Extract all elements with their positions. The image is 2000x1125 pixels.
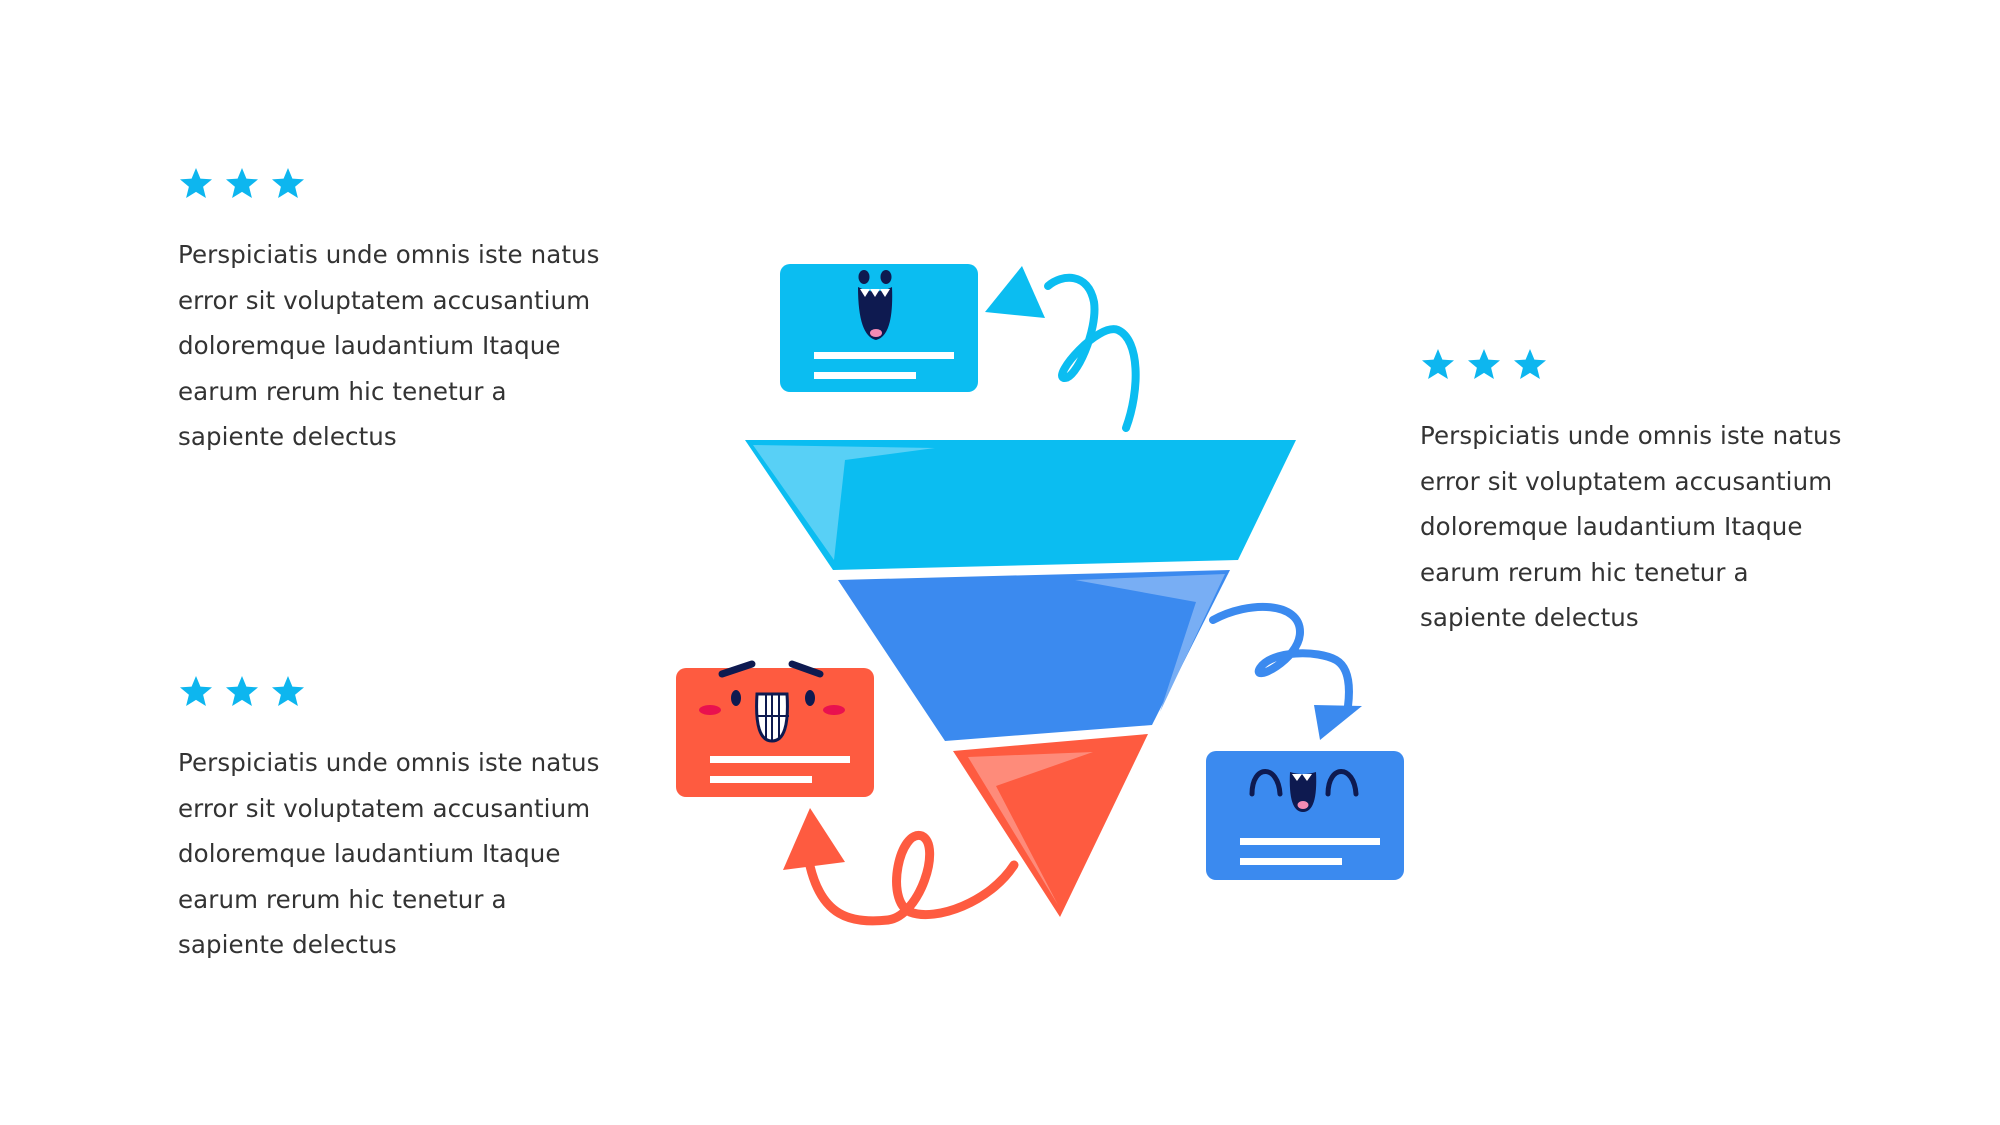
text-line: sapiente delectus (178, 930, 397, 959)
text-line: earum rerum hic tenetur a (1420, 557, 1749, 587)
star-icon (272, 168, 304, 198)
text-block-right: Perspiciatis unde omnis iste natus error… (1420, 343, 1860, 641)
curly-arrow-bottom (783, 808, 1019, 926)
curly-arrow-right (1209, 602, 1362, 740)
mouth-icon (1289, 772, 1317, 812)
text-line: Perspiciatis unde omnis iste natus (178, 240, 600, 269)
star-icon (226, 168, 258, 198)
surprised-face-card (780, 264, 978, 392)
text-line: Perspiciatis unde omnis iste natus (1420, 421, 1842, 450)
star-icon (226, 676, 258, 706)
funnel-level-middle (838, 570, 1230, 741)
eye-icon (1249, 769, 1283, 797)
star-icon (1468, 349, 1500, 379)
text-line: doloremque laudantium Itaque (178, 839, 561, 868)
star-icon (1422, 349, 1454, 379)
funnel-level-bottom (953, 734, 1148, 917)
text-line: sapiente delectus (1420, 603, 1639, 632)
curly-arrow-top (985, 266, 1140, 432)
text-line: error sit voluptatem accusantium (1420, 466, 1833, 496)
text-block-bottom-left: Perspiciatis unde omnis iste natus error… (178, 670, 618, 968)
text-line: sapiente delectus (178, 422, 397, 451)
text-line: earum rerum hic tenetur a (178, 376, 507, 406)
blush-icon (823, 705, 845, 715)
text-line: doloremque laudantium Itaque (1420, 512, 1803, 541)
star-rating (178, 670, 618, 714)
text-line: error sit voluptatem accusantium (178, 285, 591, 315)
text-line: error sit voluptatem accusantium (178, 793, 591, 823)
description-text: Perspiciatis unde omnis iste natus error… (178, 740, 618, 968)
description-text: Perspiciatis unde omnis iste natus error… (1420, 413, 1860, 641)
star-icon (180, 168, 212, 198)
eyebrow-icon (788, 660, 824, 678)
text-block-top-left: Perspiciatis unde omnis iste natus error… (178, 162, 618, 460)
eye-icon (1325, 769, 1359, 797)
star-icon (180, 676, 212, 706)
eyebrow-icon (718, 660, 756, 678)
eye-icon (858, 270, 870, 284)
eye-icon (805, 690, 815, 706)
blush-icon (699, 705, 721, 715)
eye-icon (880, 270, 892, 284)
star-rating (1420, 343, 1860, 387)
star-rating (178, 162, 618, 206)
happy-face-card (1206, 751, 1404, 880)
star-icon (1514, 349, 1546, 379)
star-icon (272, 676, 304, 706)
text-line: earum rerum hic tenetur a (178, 884, 507, 914)
eye-icon (731, 690, 741, 706)
text-line: doloremque laudantium Itaque (178, 331, 561, 360)
mouth-icon (858, 287, 893, 340)
text-line: Perspiciatis unde omnis iste natus (178, 748, 600, 777)
description-text: Perspiciatis unde omnis iste natus error… (178, 232, 618, 460)
grinning-face-card (676, 660, 874, 797)
funnel-level-top (745, 440, 1296, 570)
